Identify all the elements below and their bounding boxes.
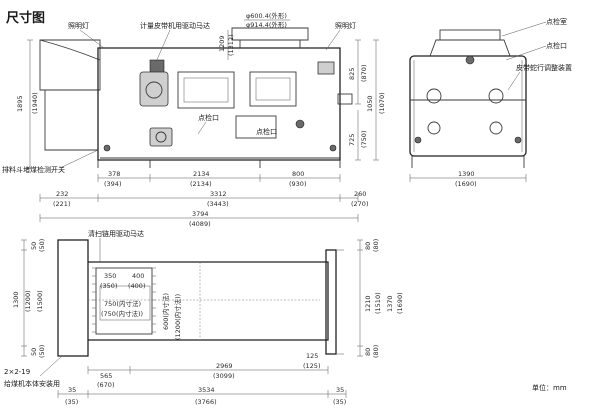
dim-w-350: 350 [104,272,116,280]
dim-v-50c: 50 [30,348,38,356]
callout-inspection-room: 点检室 [546,17,567,26]
dim-h-870: (870) [360,65,368,82]
dim-h-1312: (1312) [227,34,235,56]
dim-w-400: 400 [132,272,144,280]
dim-w-750: 750(内寸法) [104,299,141,308]
unit-label: 单位：mm [532,383,567,392]
dim-w-4089: (4089) [189,220,211,228]
dim-h-1209: 1209 [218,35,226,52]
dim-w-670: (670) [97,381,114,389]
dim-w-260: 260 [354,190,366,198]
dim-w-3534: 3534 [198,386,215,394]
side-view [409,29,527,168]
dim-v-1200in: (1200(内寸法)) [173,294,182,340]
dim-h-825: 825 [348,68,356,80]
dim-h-1050: 1050 [366,95,374,112]
dim-w-35d: (35) [333,398,346,406]
dim-h-725: 725 [348,134,356,146]
dim-w-394: (394) [104,180,121,188]
callout-inspection-port-2: 点检口 [256,127,277,136]
front-view-callouts: 照明灯 计量皮带机用驱动马达 照明灯 点检口 点检口 排料斗堵煤检测开关 [2,21,356,174]
dim-w-378: 378 [108,170,120,178]
callout-motor-metering: 计量皮带机用驱动马达 [140,21,210,30]
dim-v-50b: (50) [38,239,46,252]
dim-w-750b: (750(内寸法)) [101,309,143,318]
dim-w-232: 232 [56,190,68,198]
dim-w-2134: 2134 [193,170,210,178]
dim-w-400b: (400) [128,282,145,290]
plan-view [57,239,344,357]
callout-inspection-port-side: 点检口 [546,41,567,50]
dim-v-1370: 1370 [386,295,394,312]
front-view [39,27,353,168]
plan-view-callouts: 清扫链用驱动马达 2×2-19 给煤机本体安装用 [4,229,144,388]
callout-belt-adjust: 皮带蛇行调整装置 [516,63,572,72]
callout-mount-note: 给煤机本体安装用 [4,379,60,388]
dim-v-80d: (80) [372,345,380,358]
dim-v-1690: (1690) [396,292,404,314]
plan-view-dimensions: 50 (50) 1300 (1200) (1500) 50 (50) 350 (… [12,239,404,406]
dim-w-1390: 1390 [458,170,475,178]
dim-v-600: 600(内寸法) [161,293,170,330]
callout-inspection-port-1: 点检口 [198,113,219,122]
callout-light-right: 照明灯 [335,21,356,30]
dim-h-750: (750) [360,131,368,148]
dim-w-125b: (125) [303,362,320,370]
dim-w-35b: (35) [65,398,78,406]
front-view-dimensions: φ600.4(外形) φ914.4(外形) 1209 (1312) 1895 (… [16,11,386,228]
dim-d-outer-1: φ600.4(外形) [246,11,287,20]
dim-w-800: 800 [292,170,304,178]
page-title: 尺寸图 [6,10,45,26]
dim-w-35c: 35 [336,386,344,394]
dim-w-3443: (3443) [207,200,229,208]
dim-v-1510: (1510) [374,292,382,314]
dim-w-350b: (350) [100,282,117,290]
side-view-callouts: 点检室 点检口 皮带蛇行调整装置 [501,17,572,91]
dim-w-565: 565 [100,372,112,380]
dim-w-930: (930) [289,180,306,188]
dim-d-outer-2: φ914.4(外形) [246,20,287,29]
side-view-dimensions: 1390 (1690) [409,170,527,188]
dim-v-50d: (50) [38,345,46,358]
callout-discharge-switch: 排料斗堵煤检测开关 [2,165,65,174]
dim-w-2134b: (2134) [190,180,212,188]
dim-h-1940: (1940) [31,92,39,114]
dim-h-1895: 1895 [16,95,24,112]
dim-w-2969: 2969 [216,362,233,370]
dim-v-1300: 1300 [12,291,20,308]
dim-w-3312: 3312 [210,190,227,198]
dim-h-1070: (1070) [378,92,386,114]
dim-v-1210: 1210 [364,295,372,312]
dim-w-125: 125 [306,352,318,360]
dim-v-1200: (1200) [24,290,32,312]
callout-anchor-holes: 2×2-19 [4,368,30,376]
dim-v-80c: 80 [364,348,372,356]
dim-w-270: (270) [351,200,368,208]
dim-w-35a: 35 [68,386,76,394]
dim-v-80b: (80) [372,239,380,252]
callout-cleaning-motor: 清扫链用驱动马达 [88,229,144,238]
dim-v-50a: 50 [30,242,38,250]
dim-w-221: (221) [53,200,70,208]
dim-w-3766: (3766) [195,398,217,406]
dim-v-80a: 80 [364,242,372,250]
callout-light-left: 照明灯 [68,21,89,30]
dim-w-3794: 3794 [192,210,209,218]
dim-w-1690: (1690) [455,180,477,188]
dim-v-1500: (1500) [36,290,44,312]
dim-w-3099: (3099) [213,372,235,380]
